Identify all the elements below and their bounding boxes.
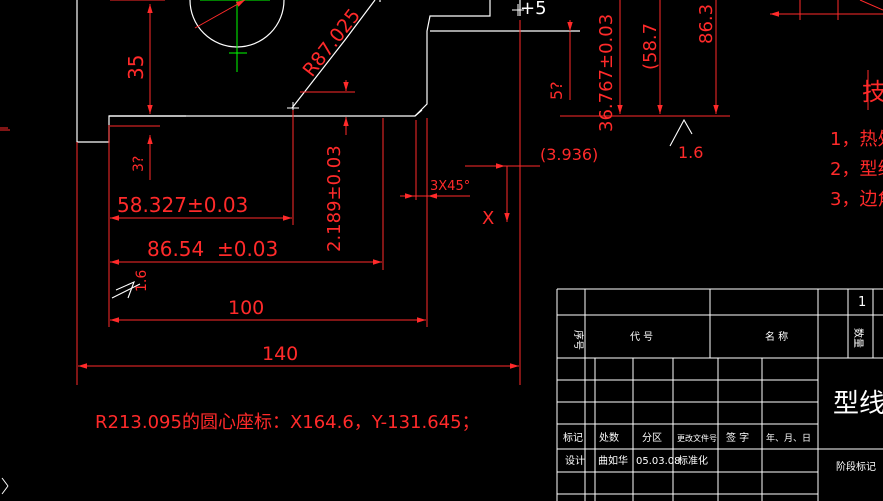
dim-q5: 5? <box>547 81 566 100</box>
dim-2189: 2.189±0.03 <box>324 145 345 252</box>
tb-name: 名 称 <box>765 330 788 343</box>
crosshair-markers <box>287 4 524 114</box>
tb-part-name: 型线 <box>833 389 883 419</box>
chamfer-line <box>414 109 423 117</box>
tb-date: 05.03.08 <box>636 456 681 467</box>
title-block-texts: 1 序号 代 号 名 称 数量 型线 标记 处数 分区 更改文件号 签 字 年、… <box>563 295 883 473</box>
note-2: 2，型线 <box>830 159 883 180</box>
dim-3936: (3.936) <box>540 145 598 164</box>
tb-biaozhunhua: 标准化 <box>678 454 708 467</box>
tb-fenqu: 分区 <box>642 432 662 444</box>
tb-page-no: 1 <box>858 295 866 310</box>
roughness-symbols <box>111 118 693 299</box>
r87-arc-edge <box>291 0 376 109</box>
roughness-symbol-right <box>669 118 693 147</box>
corner-mark <box>1 477 9 495</box>
tb-sheji: 设计 <box>565 454 585 467</box>
dim-35: 35 <box>124 55 148 80</box>
tb-designer: 曲如华 <box>598 454 628 467</box>
tb-nianyueri: 年、月、日 <box>766 432 811 444</box>
dim-100: 100 <box>228 297 264 319</box>
part-outline <box>76 0 580 143</box>
tb-jieduan: 阶段标记 <box>836 460 876 473</box>
dim-plus5: +5 <box>520 0 547 19</box>
dimension-lines <box>0 0 883 385</box>
notes-title: 技 <box>862 78 883 106</box>
hole-circle <box>189 0 285 72</box>
roughness-value-left: 1.6 <box>134 270 150 292</box>
tb-biaoji: 标记 <box>563 432 583 444</box>
dimension-texts: 35 R87.025 +5 36.767±0.03 (58.7 86.3 5? … <box>95 0 717 433</box>
dim-8654: 86.54 ±0.03 <box>147 237 278 261</box>
tb-gengwenjian: 更改文件号 <box>677 433 717 443</box>
roughness-value-right: 1.6 <box>678 143 703 162</box>
note-3: 3，边角 <box>830 189 883 210</box>
tb-qty: 数量 <box>852 328 865 348</box>
dim-3x45: 3X45° <box>430 179 470 194</box>
dim-q3: 3? <box>131 156 147 172</box>
tb-chushu: 处数 <box>599 431 619 444</box>
dim-58327: 58.327±0.03 <box>117 193 248 217</box>
dim-86: 86.3 <box>696 4 717 44</box>
title-block <box>556 288 883 501</box>
dim-587: (58.7 <box>640 23 661 70</box>
x-axis-label: X <box>482 208 494 229</box>
dim-36767: 36.767±0.03 <box>596 14 617 132</box>
circle-center-note: R213.095的圆心座标：X164.6，Y-131.645； <box>95 412 480 433</box>
note-1: 1，热处 <box>830 129 883 150</box>
tb-qianzi: 签 字 <box>726 431 749 444</box>
tb-seq: 序号 <box>572 330 585 350</box>
tb-code: 代 号 <box>630 331 653 343</box>
roughness-symbol-left <box>115 280 135 299</box>
dim-140: 140 <box>262 343 298 365</box>
r87-leader <box>194 0 246 29</box>
dim-r87: R87.025 <box>299 5 365 81</box>
technical-notes: 技 1，热处 2，型线 3，边角 <box>830 78 883 210</box>
